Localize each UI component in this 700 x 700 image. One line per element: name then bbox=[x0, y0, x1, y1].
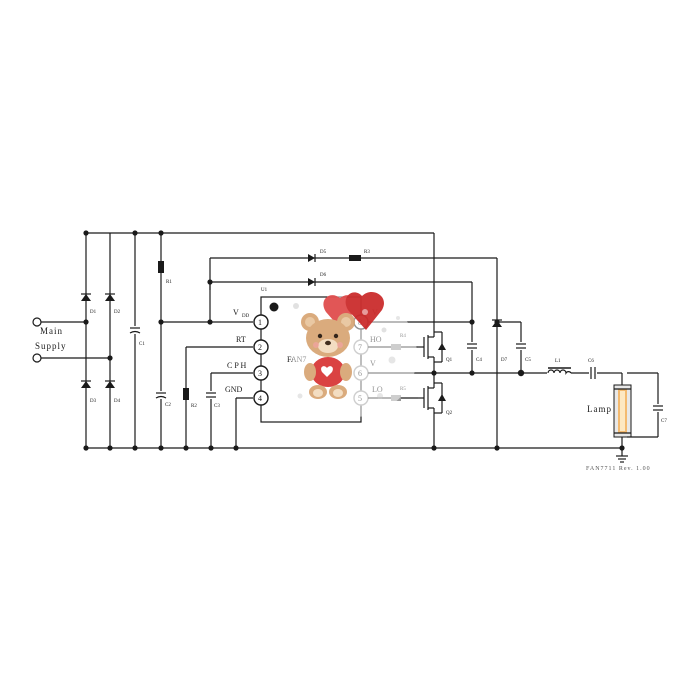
mosfet-q1: Q1 bbox=[418, 233, 453, 373]
pin-1-subscript: DD bbox=[242, 314, 250, 319]
lamp-label: Lamp bbox=[587, 404, 612, 414]
supply-label-supply: Supply bbox=[35, 341, 67, 351]
capacitor-c1: C1 bbox=[128, 230, 145, 451]
r2-branch: R2 bbox=[183, 346, 253, 451]
mosfet-q2: Q2 bbox=[418, 370, 453, 451]
diode-d6 bbox=[308, 278, 315, 286]
label-q2: Q2 bbox=[446, 411, 453, 416]
lamp: Lamp bbox=[587, 372, 632, 451]
label-c6: C6 bbox=[588, 359, 594, 364]
ic-name: U1 bbox=[261, 288, 268, 293]
r1-c2-branch: R1 C2 bbox=[154, 230, 253, 451]
label-r3: R3 bbox=[364, 250, 370, 255]
label-d1: D1 bbox=[90, 310, 97, 315]
pin-3-num: 3 bbox=[258, 369, 262, 378]
pin-2-label: RT bbox=[236, 335, 246, 344]
supply-terminal-top bbox=[32, 317, 42, 327]
resistor-r2 bbox=[183, 388, 189, 400]
pin-3-label: C P H bbox=[227, 361, 246, 370]
diode-d5 bbox=[308, 254, 315, 262]
diode-d7-group: D7 bbox=[492, 319, 508, 451]
label-c7: C7 bbox=[661, 419, 667, 424]
label-c5: C5 bbox=[525, 358, 531, 363]
inductor-l1: L1 bbox=[547, 359, 572, 378]
diode-d4 bbox=[105, 381, 115, 388]
label-l1: L1 bbox=[555, 359, 561, 364]
pin-1-label: V bbox=[233, 308, 239, 317]
label-c2: C2 bbox=[165, 403, 171, 408]
label-d2: D2 bbox=[114, 310, 121, 315]
label-q1: Q1 bbox=[446, 358, 453, 363]
d6-branch: D6 bbox=[207, 273, 472, 290]
supply-terminal-bottom bbox=[32, 353, 42, 363]
label-d6: D6 bbox=[320, 273, 327, 278]
label-c3: C3 bbox=[214, 404, 220, 409]
pin-2-num: 2 bbox=[258, 343, 262, 352]
label-c4: C4 bbox=[476, 358, 482, 363]
diode-d1 bbox=[81, 294, 91, 301]
resistor-r3 bbox=[349, 255, 361, 261]
capacitor-c5: C5 bbox=[497, 321, 531, 377]
capacitor-c7: C7 bbox=[627, 372, 667, 438]
label-r1: R1 bbox=[166, 280, 172, 285]
main-supply-terminals: Main Supply bbox=[32, 317, 110, 363]
c3-branch: C3 bbox=[205, 372, 253, 451]
diode-d3 bbox=[81, 381, 91, 388]
supply-label-main: Main bbox=[40, 326, 63, 336]
label-d4: D4 bbox=[114, 399, 121, 404]
footer-revision: FAN7711 Rev. 1.00 bbox=[586, 466, 651, 472]
capacitor-c6: C6 bbox=[588, 359, 597, 379]
capacitor-c4: C4 bbox=[466, 282, 482, 376]
ground-symbol bbox=[616, 448, 628, 463]
bridge-rectifier: D1 D2 D3 D4 bbox=[81, 230, 121, 451]
label-d7: D7 bbox=[501, 358, 508, 363]
label-r2: R2 bbox=[191, 404, 197, 409]
label-c1: C1 bbox=[139, 342, 145, 347]
ic-left-pins: 1 V DD 2 RT 3 C P H 4 GND bbox=[225, 308, 269, 406]
bootstrap-path: D5 R3 bbox=[207, 250, 498, 448]
label-d5: D5 bbox=[320, 250, 327, 255]
diode-d2 bbox=[105, 294, 115, 301]
heart-balloon-icon bbox=[323, 291, 384, 330]
resistor-r1 bbox=[158, 261, 164, 273]
teddy-bear-sticker bbox=[293, 291, 417, 417]
label-d3: D3 bbox=[90, 399, 97, 404]
pin-4-label: GND bbox=[225, 385, 243, 394]
pin-1-num: 1 bbox=[258, 318, 262, 327]
pin-4-num: 4 bbox=[258, 394, 262, 403]
